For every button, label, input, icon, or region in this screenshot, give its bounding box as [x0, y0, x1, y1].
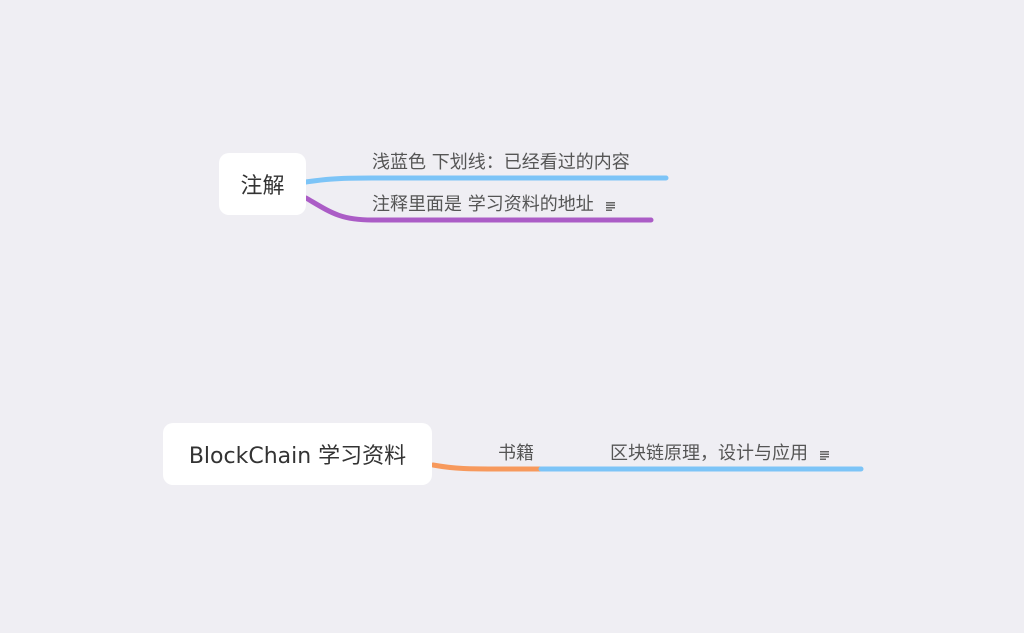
branch-label: 书籍 — [498, 443, 534, 464]
branch-label: 浅蓝色 下划线：已经看过的内容 — [372, 152, 630, 173]
note-icon[interactable] — [820, 450, 829, 460]
connector-zhujie-purple — [303, 195, 654, 223]
note-icon[interactable] — [605, 201, 615, 211]
branch-node-blockchain-book[interactable]: 区块链原理，设计与应用 — [610, 443, 829, 465]
topic-label: BlockChain 学习资料 — [188, 444, 407, 469]
connector-blockchain-orange — [430, 462, 544, 472]
branch-node-books[interactable]: 书籍 — [498, 443, 534, 465]
branch-node-note-addresses[interactable]: 注释里面是 学习资料的地址 — [372, 194, 615, 216]
branch-node-light-blue-underline[interactable]: 浅蓝色 下划线：已经看过的内容 — [372, 152, 630, 174]
branch-label: 注释里面是 学习资料的地址 — [372, 194, 594, 215]
connector-zhujie-blue — [303, 175, 669, 185]
branch-label: 区块链原理，设计与应用 — [610, 443, 808, 464]
topic-label: 注解 — [240, 174, 285, 199]
topic-node-zhujie[interactable]: 注解 — [219, 153, 306, 215]
topic-node-blockchain[interactable]: BlockChain 学习资料 — [163, 423, 432, 485]
